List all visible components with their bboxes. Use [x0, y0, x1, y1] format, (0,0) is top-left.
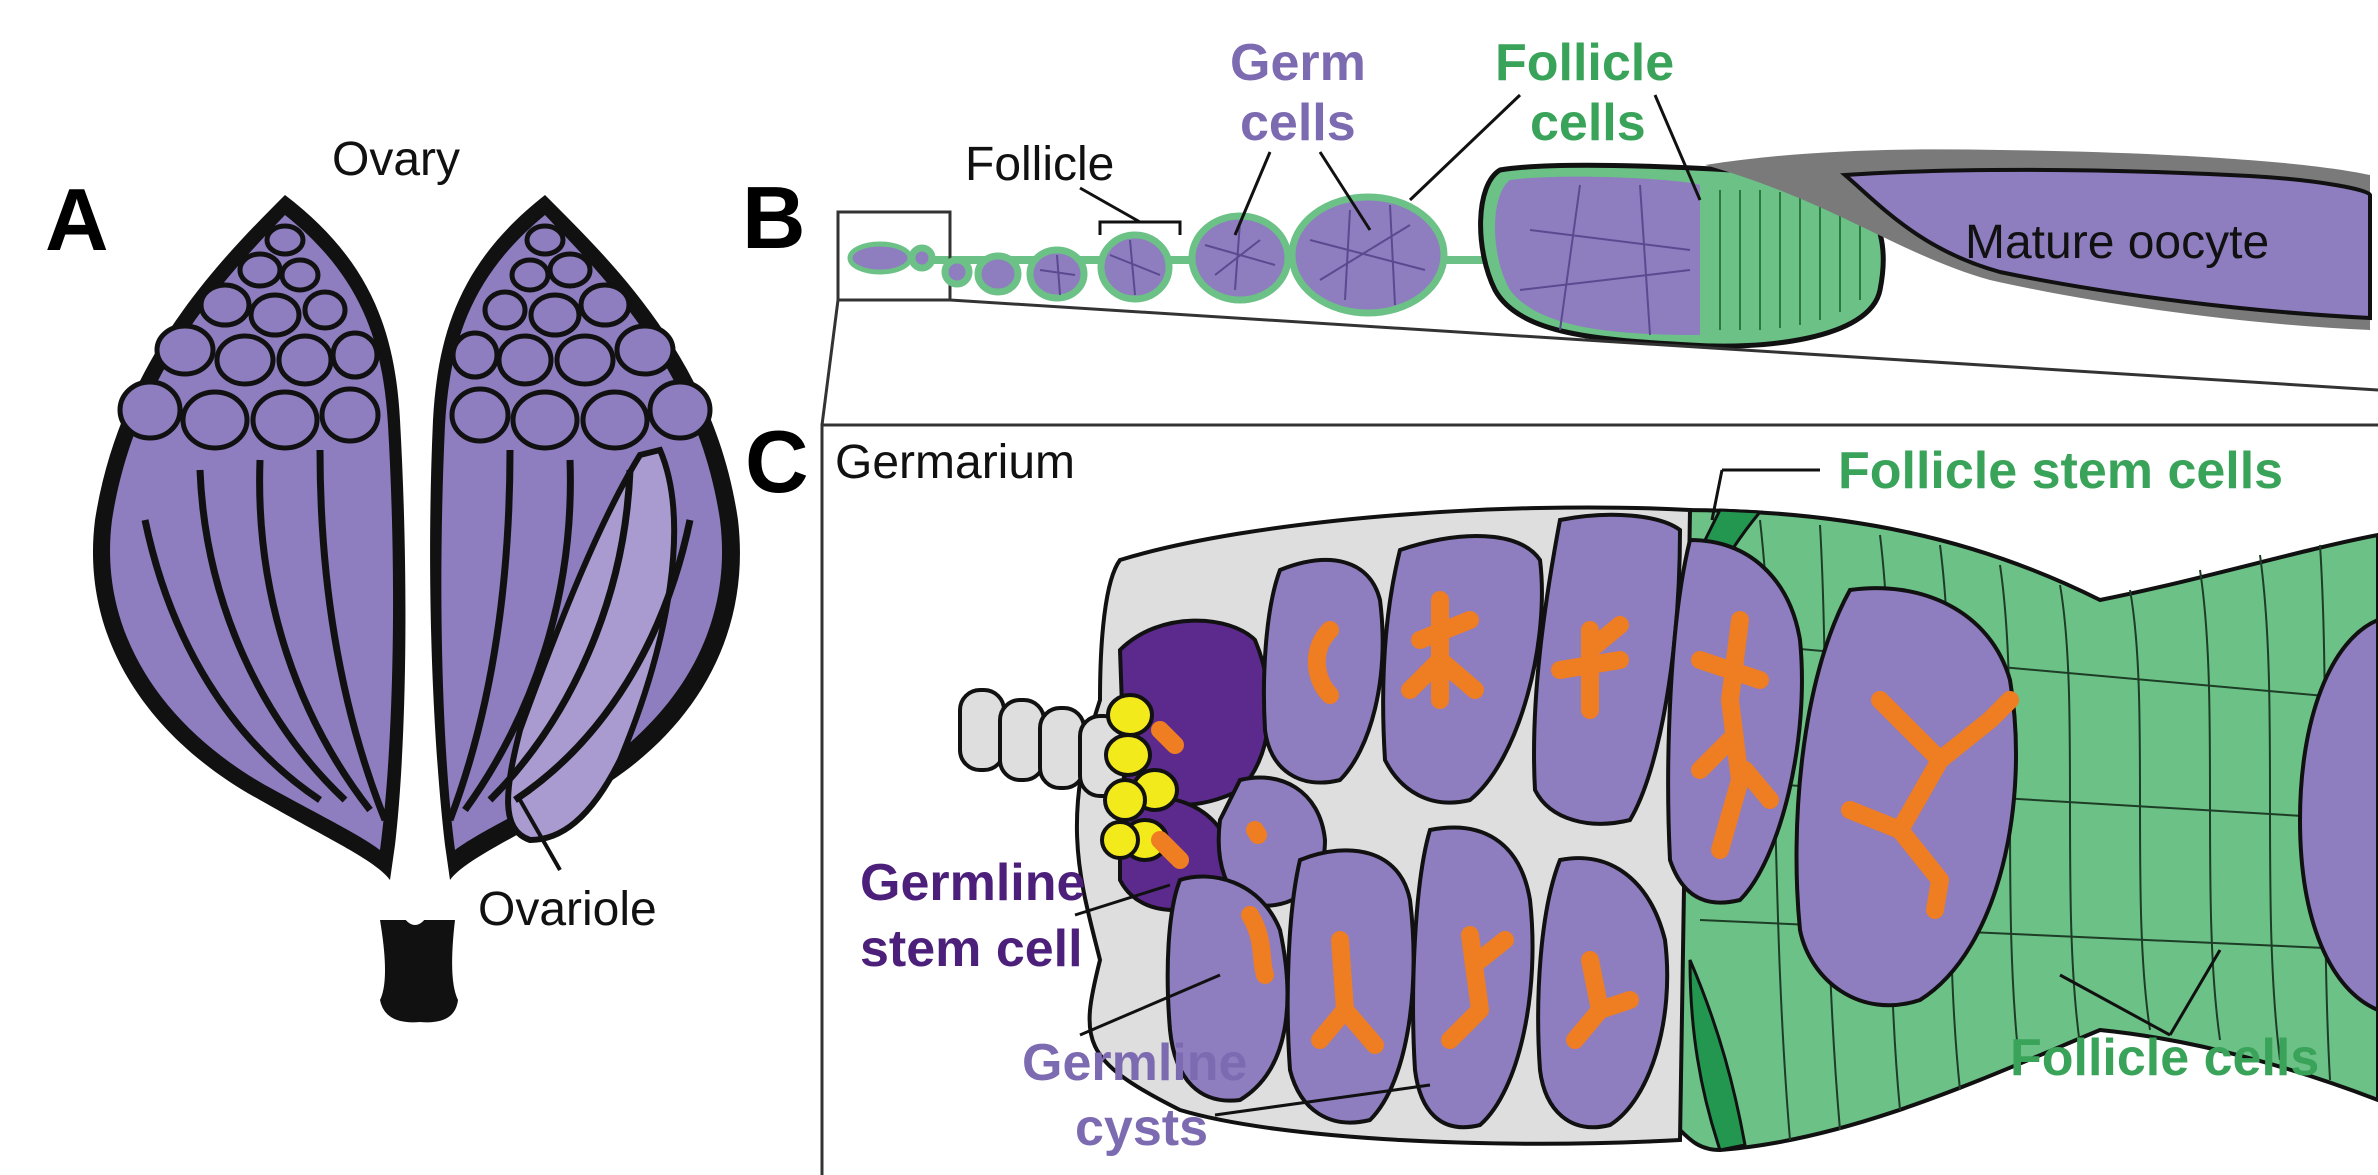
germ-cells-label-line1: Germ — [1230, 34, 1366, 92]
germ-cells-label-line2: cells — [1240, 94, 1356, 152]
panel-b: B — [742, 34, 2378, 425]
follicle-cells-c-label: Follicle cells — [2010, 1029, 2319, 1087]
follicle-stem-cells-label: Follicle stem cells — [1838, 442, 2283, 500]
germline-stem-cell-label-line2: stem cell — [860, 920, 1083, 978]
germarium-label: Germarium — [835, 436, 1075, 489]
germline-cysts-label-line2: cysts — [1075, 1099, 1208, 1157]
germline-stem-cell-label-line1: Germline — [860, 854, 1085, 912]
germline-cysts-label-line1: Germline — [1022, 1034, 1247, 1092]
follicle-label: Follicle — [965, 138, 1114, 191]
ovary-label: Ovary — [332, 133, 460, 186]
mature-oocyte-label: Mature oocyte — [1965, 216, 2269, 269]
ovariole-label: Ovariole — [478, 883, 657, 936]
follicle-cells-b-label-line1: Follicle — [1495, 34, 1674, 92]
panel-letter-a: A — [45, 170, 109, 269]
zoom-line-left — [822, 300, 838, 425]
panel-a: A — [45, 133, 740, 1022]
follicle-pointer — [1080, 188, 1140, 222]
panel-c: C Germarium — [745, 412, 2378, 1175]
follicle-cells-b-label-line2: cells — [1530, 94, 1646, 152]
panel-letter-c: C — [745, 412, 809, 511]
panel-letter-b: B — [742, 168, 806, 267]
